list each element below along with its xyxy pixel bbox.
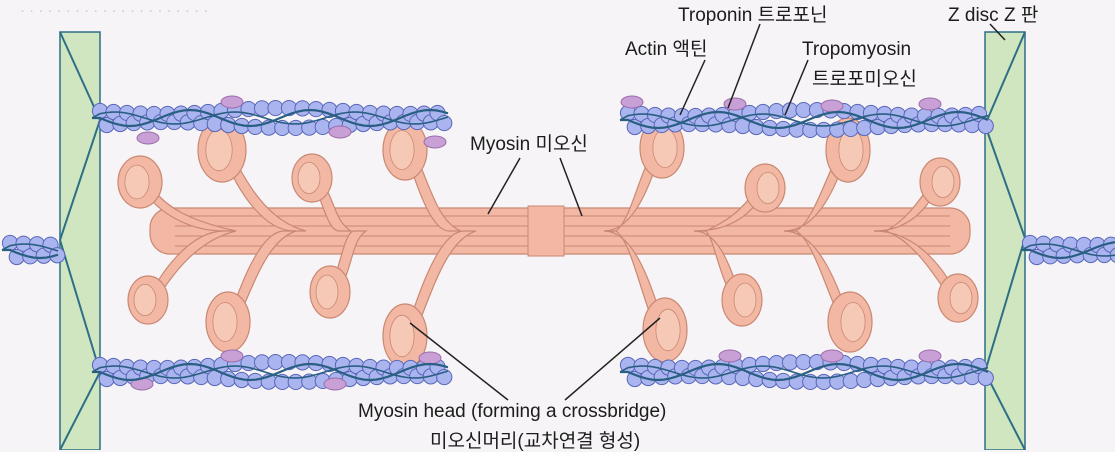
troponin-complex [220, 349, 244, 363]
tropomyosin-strand [620, 110, 989, 130]
actin-bead [287, 119, 304, 137]
actin-bead [294, 354, 311, 371]
myosin-head-inner [949, 281, 973, 314]
thin-filament-bottom-left [91, 349, 453, 391]
myosin-head-inner [205, 128, 233, 172]
troponin-complex [418, 351, 442, 365]
actin-bead [856, 119, 873, 137]
actin-bead [267, 99, 284, 117]
actin-bead [781, 102, 799, 119]
myosin-head-label-kr: 미오신머리(교차연결 형성) [430, 431, 641, 452]
troponin-complex [820, 349, 844, 363]
myosin-head-inner [756, 171, 780, 204]
tropomyosin-strand [91, 365, 449, 379]
actin-bead [754, 103, 772, 121]
myosin-label: Myosin 미오신 [470, 134, 588, 155]
actin-bead [253, 354, 271, 371]
myosin-head-inner [652, 128, 678, 168]
thin-filament-bottom-right [619, 349, 994, 391]
actin-bead [795, 353, 812, 371]
troponin-complex [820, 99, 844, 113]
myosin-head-inner [133, 283, 157, 316]
actin-bead [977, 369, 994, 387]
myosin-head-inner [389, 314, 415, 358]
myosin-thick-filament [117, 117, 979, 369]
actin-bead [253, 100, 271, 117]
tropomyosin-strand [620, 362, 989, 382]
myosin-head-inner [655, 308, 681, 352]
troponin-complex [620, 95, 644, 109]
actin-label: Actin 액틴 [625, 39, 708, 60]
leader-lines [409, 23, 1006, 401]
thin-filament-top-left [91, 95, 453, 149]
tropomyosin-label-en: Tropomyosin [802, 39, 912, 60]
actin-bead [795, 101, 812, 119]
actin-bead [754, 355, 772, 373]
actin-bead [977, 117, 994, 135]
troponin-complex [220, 95, 244, 109]
troponin-complex [136, 131, 160, 145]
actin-bead [856, 371, 873, 389]
tropomyosin-strand [1, 243, 59, 252]
tropomyosin-strand [619, 365, 989, 379]
actin-bead [294, 100, 311, 117]
actin-thin-filaments [1, 95, 1115, 391]
troponin-complex [323, 377, 347, 391]
myosin-head-inner [212, 302, 238, 342]
troponin-complex [723, 97, 747, 111]
z-disc-right [983, 31, 1027, 450]
myosin-head-inner [297, 161, 321, 194]
bleed-through-text: · · · · · · · · · · · · · · · · · · · · … [20, 2, 209, 19]
troponin-complex [918, 97, 942, 111]
myosin-head-inner [931, 165, 955, 198]
troponin-complex [718, 349, 742, 363]
myosin-head-inner [315, 274, 339, 310]
z-disc-left [58, 31, 102, 450]
myosin-head-inner [733, 282, 757, 318]
troponin-complex [918, 349, 942, 363]
actin-bead [781, 354, 799, 371]
tropomyosin-strand [91, 111, 449, 125]
thin-filament-top-right [619, 95, 994, 139]
actin-bead [842, 120, 859, 138]
myosin-head-inner [389, 130, 415, 170]
actin-bead [287, 373, 304, 391]
thin-filament-far-left [1, 234, 66, 266]
troponin-complex [328, 125, 352, 139]
tropomyosin-strand [1021, 243, 1115, 257]
actin-bead [267, 353, 284, 371]
myosin-head-inner [124, 164, 150, 200]
myosin-head-label-en: Myosin head (forming a crossbridge) [358, 401, 667, 422]
myosin-head-inner [840, 302, 866, 342]
troponin-label: Troponin 트로포닌 [678, 5, 828, 26]
actin-bead [314, 118, 331, 136]
troponin-complex [423, 135, 447, 149]
myosin-bare-zone [527, 205, 565, 257]
thin-filament-far-right [1021, 234, 1115, 266]
tropomyosin-strand [1022, 241, 1115, 260]
z-disc-label: Z disc Z 판 [948, 5, 1039, 26]
tropomyosin-strand [2, 248, 59, 260]
actin-bead [842, 372, 859, 390]
tropomyosin-label-kr: 트로포미오신 [812, 69, 917, 90]
actin-bead [815, 373, 832, 391]
tropomyosin-strand [619, 113, 989, 127]
actin-bead [815, 121, 832, 139]
